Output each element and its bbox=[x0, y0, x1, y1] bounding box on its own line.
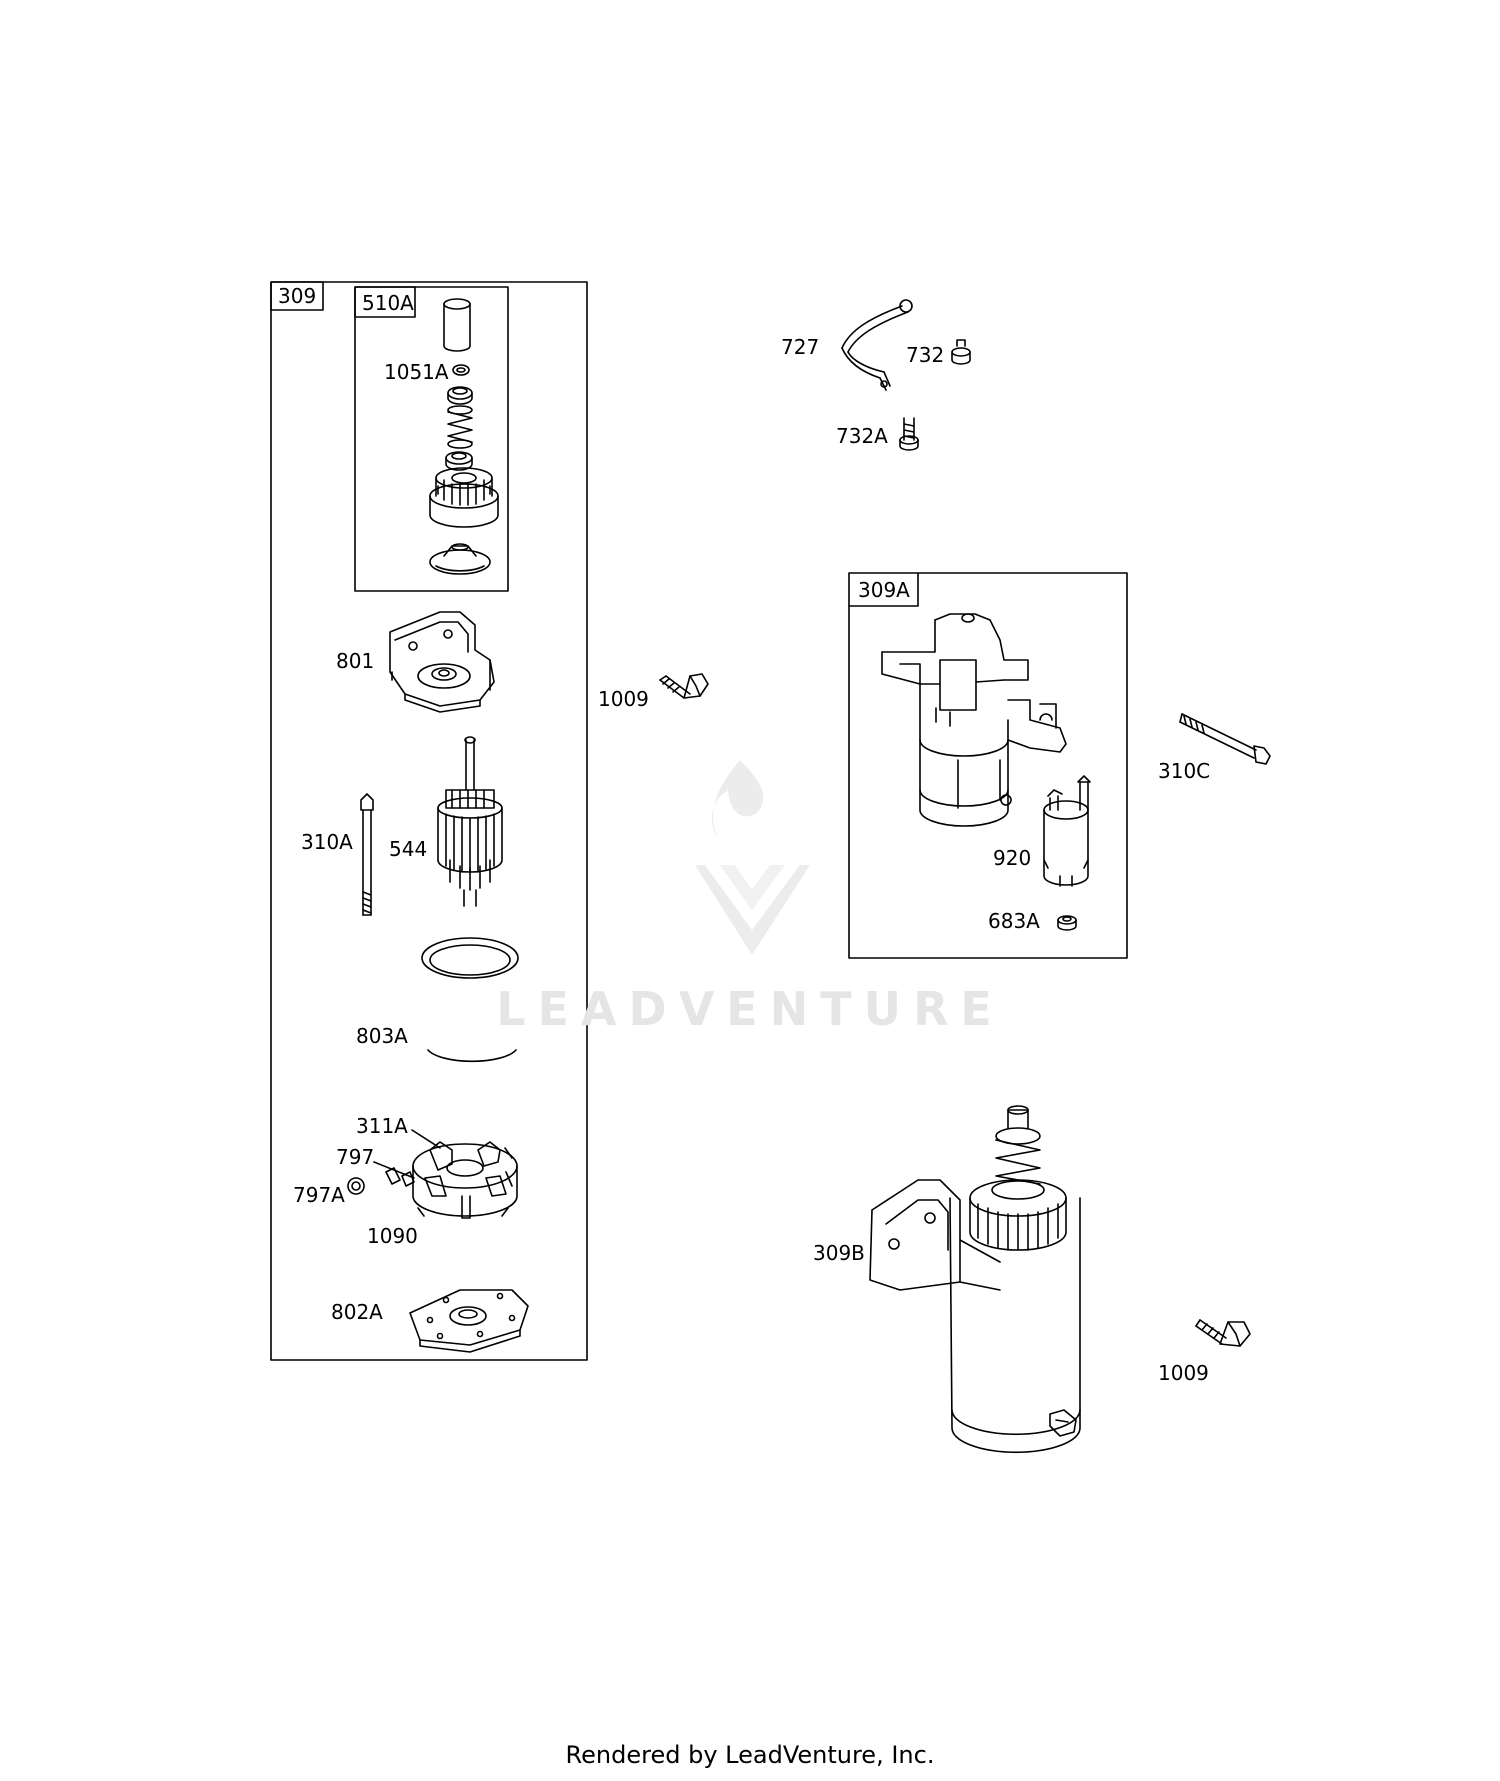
screw-732A-icon bbox=[899, 417, 919, 451]
end-cap-802A-icon bbox=[409, 1289, 529, 1353]
label-309: 309 bbox=[278, 284, 317, 308]
through-bolt-310A-icon bbox=[360, 793, 374, 916]
watermark-text: LEADVENTURE bbox=[496, 982, 1004, 1036]
group-309A-tag bbox=[848, 572, 919, 607]
label-802A: 802A bbox=[331, 1300, 383, 1324]
footer-credit: Rendered by LeadVenture, Inc. bbox=[565, 1741, 935, 1769]
pinion-gear-icon bbox=[429, 467, 499, 528]
label-1009-lower: 1009 bbox=[1158, 1361, 1209, 1385]
group-309-tag bbox=[270, 281, 324, 311]
drive-end-bracket-801-icon bbox=[389, 611, 495, 713]
terminal-stud-797-icon bbox=[373, 1161, 415, 1187]
group-510A-tag bbox=[354, 286, 416, 318]
nut-732-icon bbox=[951, 339, 971, 365]
bolt-1009-lower-icon bbox=[1195, 1319, 1251, 1347]
label-309B: 309B bbox=[813, 1241, 865, 1265]
sleeve-510A-icon bbox=[443, 298, 471, 352]
label-309A: 309A bbox=[858, 578, 910, 602]
label-727: 727 bbox=[781, 335, 820, 359]
retaining-ring-1051A-icon bbox=[452, 364, 470, 376]
label-797A: 797A bbox=[293, 1183, 345, 1207]
label-797: 797 bbox=[336, 1145, 375, 1169]
label-311A: 311A bbox=[356, 1114, 408, 1138]
spring-icon bbox=[447, 405, 473, 449]
label-310C: 310C bbox=[1158, 759, 1211, 783]
nut-797A-icon bbox=[347, 1177, 365, 1195]
label-310A: 310A bbox=[301, 830, 353, 854]
label-1090: 1090 bbox=[367, 1224, 418, 1248]
label-803A: 803A bbox=[356, 1024, 408, 1048]
label-510A: 510A bbox=[362, 291, 414, 315]
starter-motor-309A-icon bbox=[881, 613, 1067, 827]
label-1051A: 1051A bbox=[384, 360, 449, 384]
strap-727-icon bbox=[841, 299, 913, 391]
group-309-frame bbox=[270, 281, 588, 1361]
starter-motor-309B-icon bbox=[869, 1105, 1081, 1454]
label-801: 801 bbox=[336, 649, 375, 673]
o-ring-803A-icon bbox=[421, 937, 519, 979]
washer-icon bbox=[447, 386, 473, 405]
armature-544-icon bbox=[437, 736, 503, 907]
label-732: 732 bbox=[906, 343, 945, 367]
label-920: 920 bbox=[993, 846, 1032, 870]
leader-311A bbox=[411, 1129, 441, 1149]
o-ring-803A-lower-icon bbox=[427, 1049, 517, 1063]
spring-retainer-icon bbox=[445, 451, 473, 471]
group-510A-frame bbox=[354, 286, 509, 592]
bolt-310C-icon bbox=[1179, 713, 1271, 765]
bolt-1009-upper-icon bbox=[659, 673, 709, 699]
label-683A: 683A bbox=[988, 909, 1040, 933]
label-1009-upper: 1009 bbox=[598, 687, 649, 711]
watermark-logo-icon bbox=[695, 760, 810, 955]
brush-plate-1090-icon bbox=[412, 1141, 518, 1219]
solenoid-920-icon bbox=[1043, 775, 1091, 887]
label-544: 544 bbox=[389, 837, 428, 861]
label-732A: 732A bbox=[836, 424, 888, 448]
stop-cup-icon bbox=[429, 543, 491, 575]
nut-683A-icon bbox=[1057, 915, 1077, 931]
group-309A-frame bbox=[848, 572, 1128, 959]
